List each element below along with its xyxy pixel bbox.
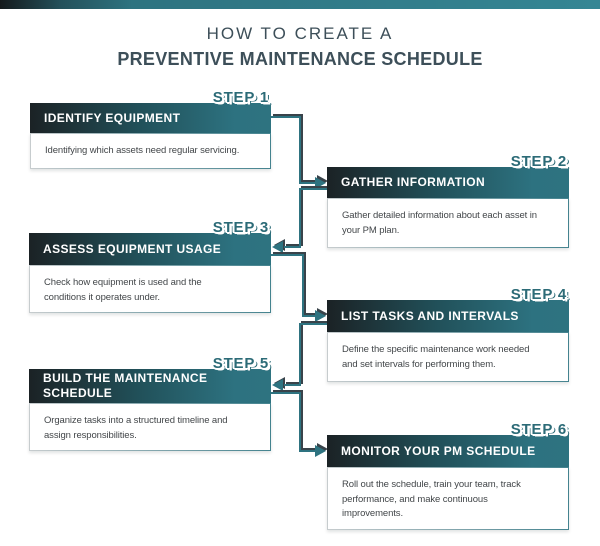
top-accent-bar <box>0 0 600 9</box>
step-3-description: Check how equipment is used and the cond… <box>29 265 271 313</box>
arrowhead-icon <box>315 177 326 189</box>
step-1-description: Identifying which assets need regular se… <box>30 133 271 169</box>
step-5-label: STEP 5 <box>212 355 269 372</box>
title-line1: HOW TO CREATE A <box>206 24 394 43</box>
step-1-card: STEP 1 IDENTIFY EQUIPMENT Identifying wh… <box>30 89 271 169</box>
arrowhead-icon <box>274 377 285 389</box>
arrowhead-icon <box>272 379 283 391</box>
step-4-description: Define the specific maintenance work nee… <box>327 332 569 382</box>
step-3-header: ASSESS EQUIPMENT USAGE <box>29 233 271 265</box>
step-1-label: STEP 1 <box>212 89 269 106</box>
connector-step3-step4 <box>271 252 328 322</box>
connector-step1-step2 <box>271 114 328 189</box>
connector-step2-step3 <box>272 186 329 253</box>
connector-step5-step6 <box>271 390 328 457</box>
step-2-header: GATHER INFORMATION <box>327 167 569 198</box>
connector-step4-step5 <box>272 321 329 391</box>
step-6-label: STEP 6 <box>510 421 567 438</box>
step-4-label: STEP 4 <box>510 286 567 303</box>
step-4-card: STEP 4 LIST TASKS AND INTERVALS Define t… <box>327 286 569 382</box>
step-2-label: STEP 2 <box>510 153 567 170</box>
step-5-description: Organize tasks into a structured timelin… <box>29 403 271 451</box>
arrowhead-icon <box>315 310 326 322</box>
arrowhead-icon <box>274 239 285 251</box>
arrowhead-icon <box>315 445 326 457</box>
step-5-header: BUILD THE MAINTENANCE SCHEDULE <box>29 369 271 403</box>
step-1-header: IDENTIFY EQUIPMENT <box>30 103 271 133</box>
step-2-card: STEP 2 GATHER INFORMATION Gather detaile… <box>327 153 569 248</box>
title-line2: PREVENTIVE MAINTENANCE SCHEDULE <box>117 49 483 69</box>
step-3-card: STEP 3 ASSESS EQUIPMENT USAGE Check how … <box>29 219 271 313</box>
step-6-description: Roll out the schedule, train your team, … <box>327 467 569 530</box>
step-4-header: LIST TASKS AND INTERVALS <box>327 300 569 332</box>
step-3-label: STEP 3 <box>212 219 269 236</box>
step-6-header: MONITOR YOUR PM SCHEDULE <box>327 435 569 467</box>
step-5-card: STEP 5 BUILD THE MAINTENANCE SCHEDULE Or… <box>29 355 271 451</box>
step-2-description: Gather detailed information about each a… <box>327 198 569 248</box>
page-title: HOW TO CREATE A PREVENTIVE MAINTENANCE S… <box>0 23 600 71</box>
arrowhead-icon <box>272 241 283 253</box>
step-6-card: STEP 6 MONITOR YOUR PM SCHEDULE Roll out… <box>327 421 569 530</box>
